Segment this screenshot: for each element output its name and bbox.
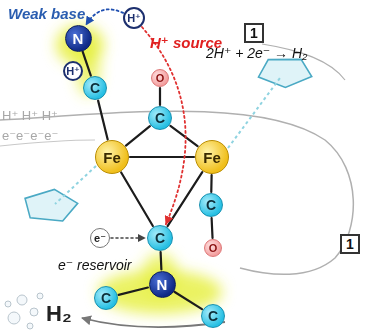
carbon-atom: C xyxy=(199,193,223,217)
atom-label: C xyxy=(155,111,165,125)
carbon-atom: C xyxy=(147,225,173,251)
carbon-atom: C xyxy=(148,106,172,130)
chemical-bond xyxy=(168,172,203,226)
product-label: H₂ xyxy=(46,301,72,326)
cyclopentadienyl-ring xyxy=(25,189,78,221)
atom-label: e⁻ xyxy=(94,233,106,244)
cyclopentadienyl-ring xyxy=(25,59,312,221)
faded-electrons: e⁻e⁻e⁻e⁻ xyxy=(2,126,58,144)
oxygen-atom: O xyxy=(204,239,222,257)
chemical-bond xyxy=(159,88,161,105)
faded-electrons: e⁻e⁻e⁻e⁻ xyxy=(2,128,58,143)
faded-protons: H⁺ H⁺ H⁺ xyxy=(2,106,58,124)
iron-atom: Fe xyxy=(195,140,229,174)
atom-label: C xyxy=(90,81,100,95)
role-label: Weak base xyxy=(8,5,85,23)
carbon-atom: C xyxy=(83,76,107,100)
atom-label: Fe xyxy=(103,150,121,165)
electron-circle: e⁻ xyxy=(90,228,110,248)
oxygen-atom: O xyxy=(151,69,169,87)
chemical-bond xyxy=(170,126,197,146)
electron-transfer-arrow xyxy=(111,237,145,239)
atom-label: N xyxy=(73,31,84,46)
atom-label: C xyxy=(101,291,111,305)
chemical-bond xyxy=(126,126,150,145)
ring-bond xyxy=(228,78,280,148)
atom-label: H⁺ xyxy=(66,66,80,77)
chemical-bond xyxy=(98,101,108,140)
atom-label: C xyxy=(208,309,218,323)
atom-label: H⁺ xyxy=(127,13,141,24)
atom-label: O xyxy=(209,243,218,254)
atom-label: O xyxy=(156,73,165,84)
carbon-atom: C xyxy=(94,286,118,310)
atom-label: Fe xyxy=(203,150,221,165)
gas-bubbles xyxy=(5,293,43,329)
chemical-bond xyxy=(160,252,163,270)
ring-bond xyxy=(55,166,96,204)
atom-label: C xyxy=(155,231,165,245)
carbon-atom: C xyxy=(201,304,225,328)
atom-label: 1 xyxy=(250,26,258,40)
highlight-glow xyxy=(56,25,222,314)
proton-transfer-arrow xyxy=(142,27,186,224)
nitrogen-atom: N xyxy=(65,25,92,52)
chemical-bond xyxy=(119,288,148,295)
role-label: Weak base xyxy=(8,5,85,22)
chemical-bond xyxy=(83,52,91,76)
atom-label: 1 xyxy=(346,237,354,251)
nitrogen-atom: N xyxy=(149,271,176,298)
proton-circle: H⁺ xyxy=(123,7,145,29)
cycle-outline xyxy=(0,111,353,274)
compound-number: 1 xyxy=(340,234,360,254)
compound-number: 1 xyxy=(244,23,264,43)
chemical-bond xyxy=(121,172,153,225)
product-label: H₂ xyxy=(46,303,72,325)
role-label: e⁻ reservoir xyxy=(58,256,132,274)
cyclopentadienyl-ring xyxy=(258,59,311,87)
chemical-bond xyxy=(174,292,202,309)
proton-circle: H⁺ xyxy=(63,61,83,81)
chemical-bond xyxy=(210,175,213,192)
chemical-bond xyxy=(211,218,214,238)
reaction-equation: 2H⁺ + 2e⁻ → H₂ xyxy=(206,44,307,62)
role-label: e⁻ reservoir xyxy=(58,257,132,273)
faded-protons: H⁺ H⁺ H⁺ xyxy=(2,108,58,123)
iron-atom: Fe xyxy=(95,140,129,174)
atom-label: N xyxy=(157,277,168,292)
atom-label: C xyxy=(206,198,216,212)
reaction-equation: 2H⁺ + 2e⁻ → H₂ xyxy=(206,45,307,61)
proton-transfer-arrow xyxy=(86,9,123,24)
